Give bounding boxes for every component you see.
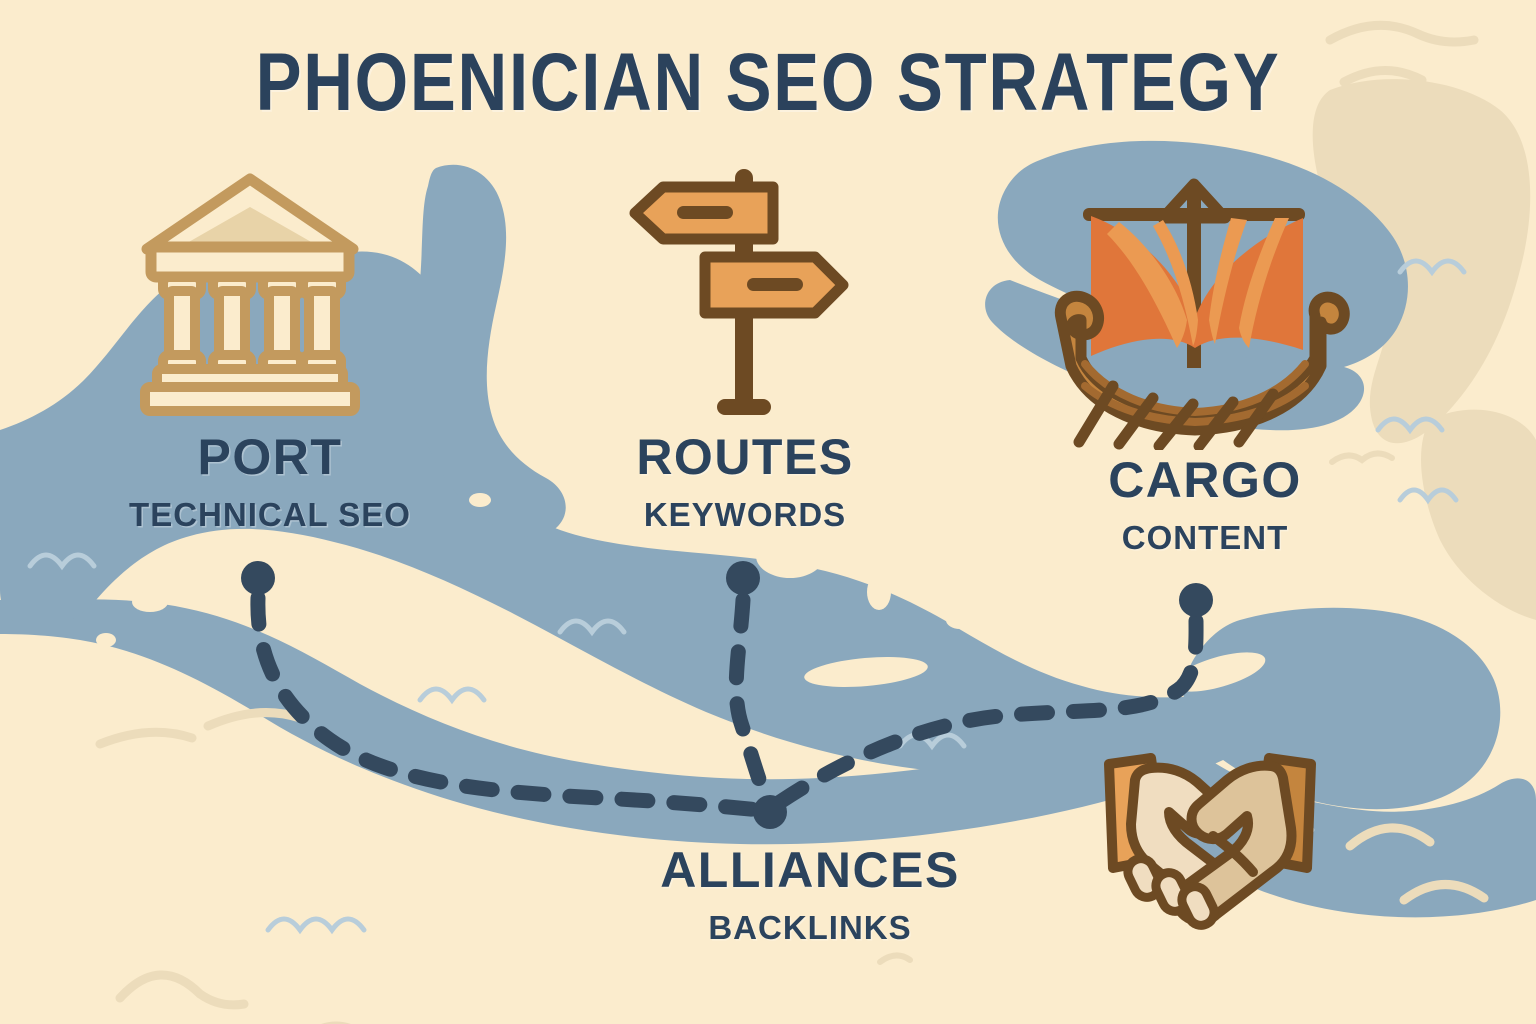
temple-columns bbox=[158, 272, 346, 378]
node-label-cargo: CARGO CONTENT bbox=[1050, 455, 1360, 554]
land-bird-marks bbox=[877, 450, 1395, 965]
handshake-thumb bbox=[1208, 831, 1258, 877]
island-cyprus bbox=[1172, 652, 1266, 692]
node-title-alliances: ALLIANCES bbox=[660, 842, 960, 898]
island-small-8 bbox=[96, 633, 116, 647]
route-marker-port[interactable] bbox=[241, 561, 275, 595]
route-alliances-to-cargo bbox=[772, 612, 1204, 810]
node-subtitle-port: TECHNICAL SEO bbox=[129, 496, 411, 533]
island-small-6 bbox=[886, 512, 914, 528]
node-title-port: PORT bbox=[197, 429, 343, 485]
node-title-cargo: CARGO bbox=[1108, 452, 1302, 508]
handshake-right-hand bbox=[1172, 760, 1297, 926]
island-small-2 bbox=[1032, 550, 1068, 570]
ship-yard bbox=[1083, 208, 1305, 221]
temple-step-lower bbox=[140, 382, 360, 416]
node-label-alliances: ALLIANCES BACKLINKS bbox=[615, 845, 1005, 944]
node-subtitle-routes: KEYWORDS bbox=[643, 496, 847, 533]
route-port-to-alliances bbox=[250, 590, 768, 818]
sea-mediterranean bbox=[0, 599, 1264, 845]
route-routes-to-alliances bbox=[728, 592, 776, 810]
ship-oars bbox=[1073, 380, 1279, 452]
land-shadow-east bbox=[1421, 409, 1536, 620]
sea-aegean bbox=[413, 164, 566, 537]
page-title: PHOENICIAN SEO STRATEGY bbox=[255, 37, 1281, 128]
route-marker-cargo[interactable] bbox=[1179, 583, 1213, 617]
node-label-port: PORT TECHNICAL SEO bbox=[60, 432, 480, 531]
node-title-routes: ROUTES bbox=[636, 429, 854, 485]
ship-sail-stripes bbox=[1107, 218, 1289, 348]
island-small-4 bbox=[1004, 628, 1026, 642]
island-small-5 bbox=[920, 543, 940, 557]
node-subtitle-alliances: BACKLINKS bbox=[708, 909, 912, 946]
island-small-9 bbox=[469, 493, 491, 507]
island-small-7 bbox=[132, 592, 168, 612]
handshake-knuckles bbox=[1123, 854, 1219, 930]
signpost-sign-upper-text-bar bbox=[677, 206, 733, 219]
island-small-3 bbox=[946, 611, 974, 629]
node-subtitle-cargo: CONTENT bbox=[1121, 519, 1289, 556]
node-label-routes: ROUTES KEYWORDS bbox=[575, 432, 915, 531]
signpost-sign-lower-text-bar bbox=[747, 278, 803, 291]
route-marker-routes[interactable] bbox=[726, 561, 760, 595]
island-crete bbox=[804, 657, 928, 687]
ship-icon[interactable] bbox=[1035, 160, 1355, 452]
island-sicily bbox=[756, 534, 824, 578]
temple-pediment-inner bbox=[180, 207, 320, 247]
island-small-1 bbox=[867, 574, 891, 610]
signpost-icon[interactable] bbox=[625, 165, 865, 420]
land-wave-marks bbox=[265, 487, 1459, 935]
temple-icon[interactable] bbox=[135, 165, 365, 420]
route-marker-alliances[interactable] bbox=[753, 795, 787, 829]
handshake-icon[interactable] bbox=[1065, 750, 1355, 930]
signpost-foot bbox=[717, 399, 771, 415]
sea-northeast-bay bbox=[997, 140, 1408, 373]
